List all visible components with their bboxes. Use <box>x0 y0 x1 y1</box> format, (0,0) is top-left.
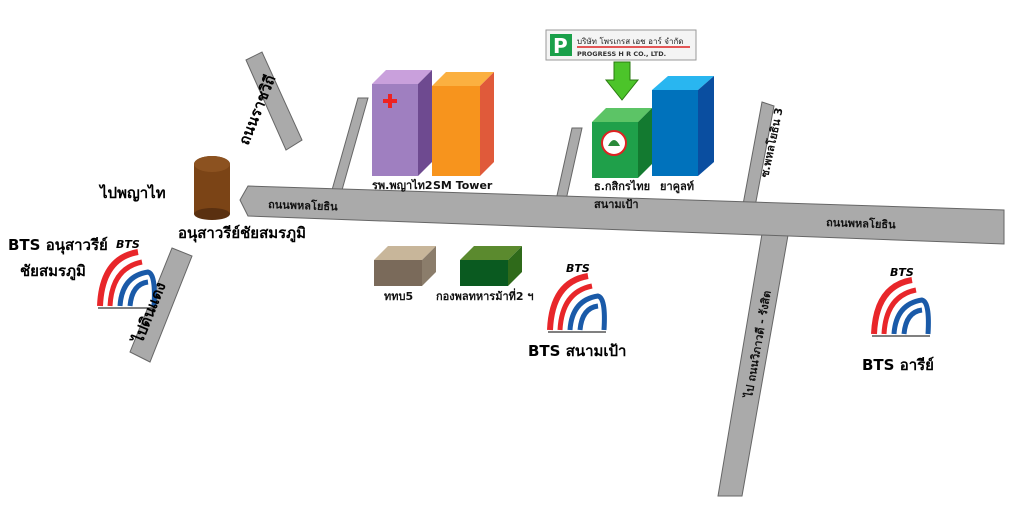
road-ratchawithi <box>245 51 303 151</box>
road-din-daeng <box>129 247 193 363</box>
down-arrow-icon <box>604 61 640 101</box>
road-label-phahonyothin-right: ถนนพหลโยธิน <box>826 215 896 231</box>
svg-text:BTS: BTS <box>566 262 590 275</box>
company-thai-name: บริษัท โพรเกรส เอช อาร์ จำกัด <box>577 36 684 46</box>
company-english-name: PROGRESS H R CO., LTD. <box>577 50 666 58</box>
label-kbank: ธ.กสิกรไทย <box>594 179 650 193</box>
svg-text:BTS: BTS <box>890 266 914 279</box>
company-sign: P บริษัท โพรเกรส เอช อาร์ จำกัด PROGRESS… <box>545 29 697 61</box>
label-tv5: ททบ5 <box>384 290 413 303</box>
building-kbank <box>592 108 652 178</box>
label-to-phaya-thai: ไปพญาไท <box>98 183 166 202</box>
road-phahonyothin <box>239 185 1005 245</box>
label-monument: อนุสาวรีย์ชัยสมรภูมิ <box>178 224 306 243</box>
label-cavalry: กองพลทหารม้าที่2 ฯ <box>436 288 534 303</box>
road-label-phahonyothin-left: ถนนพหลโยธิน <box>268 197 338 213</box>
company-logo: P <box>553 34 568 58</box>
road-soi-kbank <box>555 127 583 201</box>
station-victory-line2: ชัยสมรภูมิ <box>20 262 86 281</box>
label-hospital: รพ.พญาไท2 <box>372 178 433 192</box>
bts-logo-ari: BTS <box>872 266 930 336</box>
building-tv5 <box>374 246 436 286</box>
building-hospital <box>372 70 432 176</box>
building-cavalry <box>460 246 522 286</box>
bts-logo-sanam-pao: BTS <box>548 262 606 332</box>
building-yakult <box>652 76 714 176</box>
station-ari: BTS อารีย์ <box>862 356 934 374</box>
label-yakult: ยาคูลท์ <box>660 180 694 194</box>
monument <box>194 156 230 220</box>
station-victory-line1: BTS อนุสาวรีย์ <box>8 236 108 255</box>
bts-logo-victory: BTS <box>98 238 156 308</box>
label-kbank-branch: สนามเป้า <box>594 198 639 211</box>
label-sm-tower: SM Tower <box>433 179 493 192</box>
building-sm-tower <box>432 72 494 176</box>
station-sanam-pao: BTS สนามเป้า <box>528 342 626 360</box>
svg-text:BTS: BTS <box>116 238 140 251</box>
road-soi-hospital <box>331 97 369 191</box>
